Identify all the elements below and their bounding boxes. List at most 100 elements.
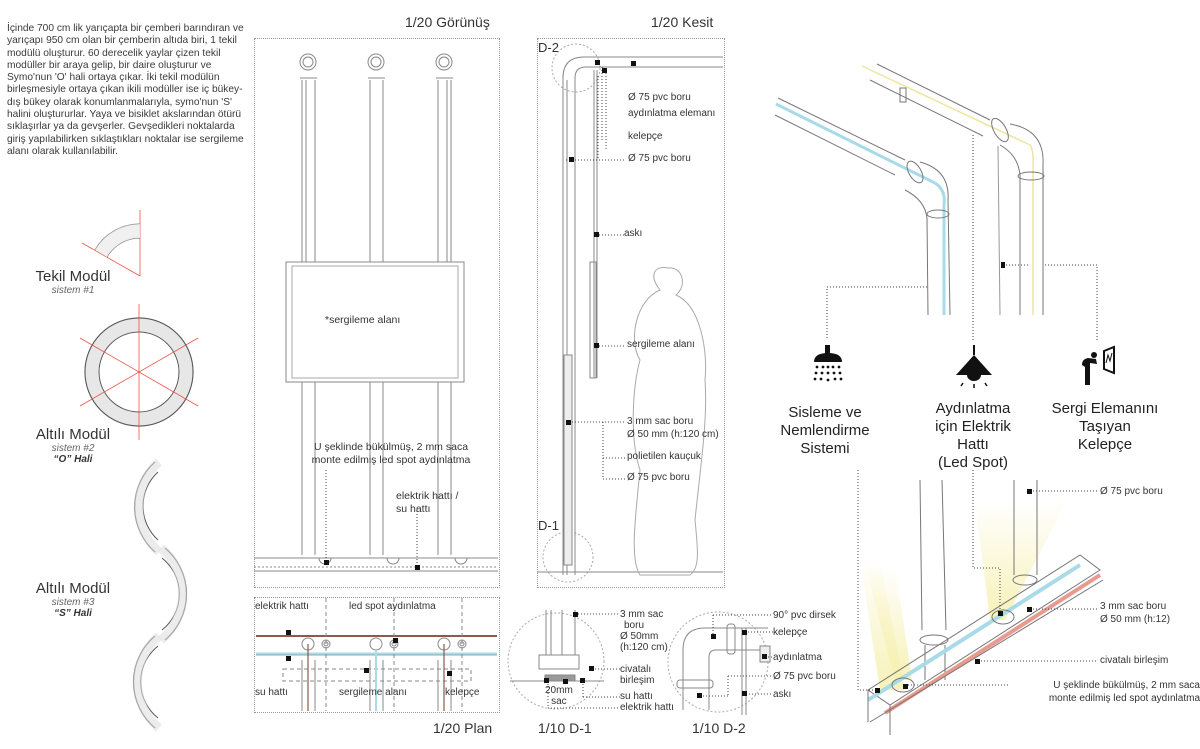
system-label-line: için Elektrik xyxy=(935,418,1011,435)
section-label: sergileme alanı xyxy=(627,339,695,350)
led-spot-label-line: monte edilmiş led spot aydınlatma xyxy=(311,454,471,466)
s-module-drawing xyxy=(133,458,187,732)
d2-label-hanger: askı xyxy=(773,689,792,700)
section-label: kelepçe xyxy=(628,131,663,142)
plan-frame xyxy=(254,597,500,713)
system-label-line: Taşıyan xyxy=(1079,418,1131,435)
section-label: askı xyxy=(624,228,643,239)
system-label-line: Nemlendirme xyxy=(780,422,870,439)
plan-label-clamp: kelepçe xyxy=(445,687,480,698)
d1-plate-label: 20mm sac xyxy=(545,685,573,707)
led-spot-label: U şeklinde bükülmüş, 2 mm saca monte edi… xyxy=(296,441,486,467)
d1-label-line: 3 mm sac xyxy=(620,609,664,620)
module-title: Altılı Modül xyxy=(35,426,111,443)
d1-plate-label-line: sac xyxy=(551,696,567,707)
system-label-line: Kelepçe xyxy=(1077,436,1133,453)
section-label: Ø 75 pvc boru xyxy=(628,92,691,103)
module-label-3: Altılı Modül sistem #3 “S” Hali xyxy=(8,580,138,619)
axon-label-pvc: Ø 75 pvc boru xyxy=(1100,486,1163,497)
section-label: polietilen kauçuk xyxy=(627,451,701,462)
utility-line-label-line: su hattı xyxy=(396,503,431,515)
module-label-2: Altılı Modül sistem #2 “O” Hali xyxy=(8,426,138,465)
axon-label-line: 3 mm sac boru xyxy=(1100,601,1167,612)
system-label-line: (Led Spot) xyxy=(937,454,1009,471)
d1-label-line: Ø 50mm xyxy=(620,631,659,642)
axon-channel xyxy=(866,554,1104,735)
module-form: “S” Hali xyxy=(54,608,92,619)
d1-plate-label-line: 20mm xyxy=(545,685,573,696)
plan-scale-title: 1/20 Plan xyxy=(433,720,493,736)
module-form: “O” Hali xyxy=(53,454,93,465)
section-label: Ø 50 mm (h:120 cm) xyxy=(627,429,719,440)
d2-scale-title: 1/10 D-2 xyxy=(692,720,746,736)
section-scale-title: 1/20 Kesit xyxy=(651,14,714,30)
module-subtitle: sistem #2 xyxy=(51,443,95,454)
system-label-lighting: Aydınlatma için Elektrik Hattı (Led Spot… xyxy=(918,400,1028,472)
utility-line-label: elektrik hattı / su hattı xyxy=(396,490,458,516)
axon-label-line: U şeklinde bükülmüş, 2 mm saca xyxy=(1053,680,1200,691)
elevation-frame xyxy=(254,38,500,588)
d1-label-water: su hattı xyxy=(620,691,653,702)
person-viewing-painting-icon xyxy=(1080,345,1120,390)
system-label-line: Sergi Elemanını xyxy=(1051,400,1159,417)
section-label: aydınlatma elemanı xyxy=(628,108,716,119)
module-title: Tekil Modül xyxy=(35,268,111,285)
pendant-lamp-icon xyxy=(953,345,995,390)
d1-label-line: boru xyxy=(624,620,645,631)
axon-pipe-right xyxy=(1012,480,1038,586)
system-label-misting: Sisleme ve Nemlendirme Sistemi xyxy=(770,404,880,458)
section-label: Ø 75 pvc boru xyxy=(628,153,691,164)
section-label: Ø 75 pvc boru xyxy=(627,472,690,483)
single-module-drawing xyxy=(81,210,141,277)
section-frame xyxy=(537,38,725,588)
module-label-1: Tekil Modül sistem #1 xyxy=(8,268,138,296)
display-area-label: *sergileme alanı xyxy=(325,314,401,326)
d1-scale-title: 1/10 D-1 xyxy=(538,720,592,736)
d1-label-steel: 3 mm sac boru Ø 50mm (h:120 cm) xyxy=(620,609,668,653)
intro-paragraph: İçinde 700 cm lik yarıçapta bir çemberi … xyxy=(7,23,244,157)
module-subtitle: sistem #3 xyxy=(51,597,95,608)
d2-label-clamp: kelepçe xyxy=(773,627,808,638)
module-title: Altılı Modül xyxy=(35,580,111,597)
d1-label-line: birleşim xyxy=(620,675,655,686)
system-label-line: Hattı xyxy=(957,436,989,453)
axon-label-line: Ø 50 mm (h:12) xyxy=(1100,614,1171,625)
d1-label-line: (h:120 cm) xyxy=(620,642,668,653)
d2-label-light: aydınlatma xyxy=(773,652,822,663)
water-pipe-axon xyxy=(774,97,951,316)
plan-label-electric: elektrik hattı xyxy=(255,601,309,612)
system-label-line: Sistemi xyxy=(800,440,850,457)
shower-icon xyxy=(808,345,848,390)
utility-line-label-line: elektrik hattı / xyxy=(396,490,459,502)
detail-marker-d1: D-1 xyxy=(538,518,559,533)
plan-label-water: su hattı xyxy=(255,687,288,698)
detail-marker-d2: D-2 xyxy=(538,40,559,55)
d2-label-elbow: 90° pvc dirsek xyxy=(773,610,836,621)
module-subtitle: sistem #1 xyxy=(51,285,95,296)
axon-label-steel: 3 mm sac boru Ø 50 mm (h:12) xyxy=(1100,600,1170,626)
electric-pipe-axon xyxy=(861,63,1045,316)
system-label-clamp: Sergi Elemanını Taşıyan Kelepçe xyxy=(1040,400,1170,454)
system-label-line: Sisleme ve xyxy=(788,404,862,421)
axon-label-line: monte edilmiş led spot aydınlatma xyxy=(1048,693,1200,704)
plan-label-led: led spot aydınlatma xyxy=(349,601,436,612)
d1-label-line: civatalı xyxy=(620,664,652,675)
system-label-line: Aydınlatma xyxy=(935,400,1011,417)
d2-label-pvc: Ø 75 pvc boru xyxy=(773,671,836,682)
o-module-drawing xyxy=(79,304,199,440)
plan-label-display: sergileme alanı xyxy=(339,687,407,698)
module-diagrams xyxy=(79,210,199,732)
d1-label-bolt: civatalı birleşim xyxy=(620,664,654,686)
elevation-scale-title: 1/20 Görünüş xyxy=(405,14,490,30)
section-label: 3 mm sac boru xyxy=(627,416,694,427)
axon-label-led: U şeklinde bükülmüş, 2 mm saca monte edi… xyxy=(1010,679,1200,705)
d1-label-electric: elektrik hattı xyxy=(620,702,674,713)
led-spot-label-line: U şeklinde bükülmüş, 2 mm saca xyxy=(313,441,469,453)
